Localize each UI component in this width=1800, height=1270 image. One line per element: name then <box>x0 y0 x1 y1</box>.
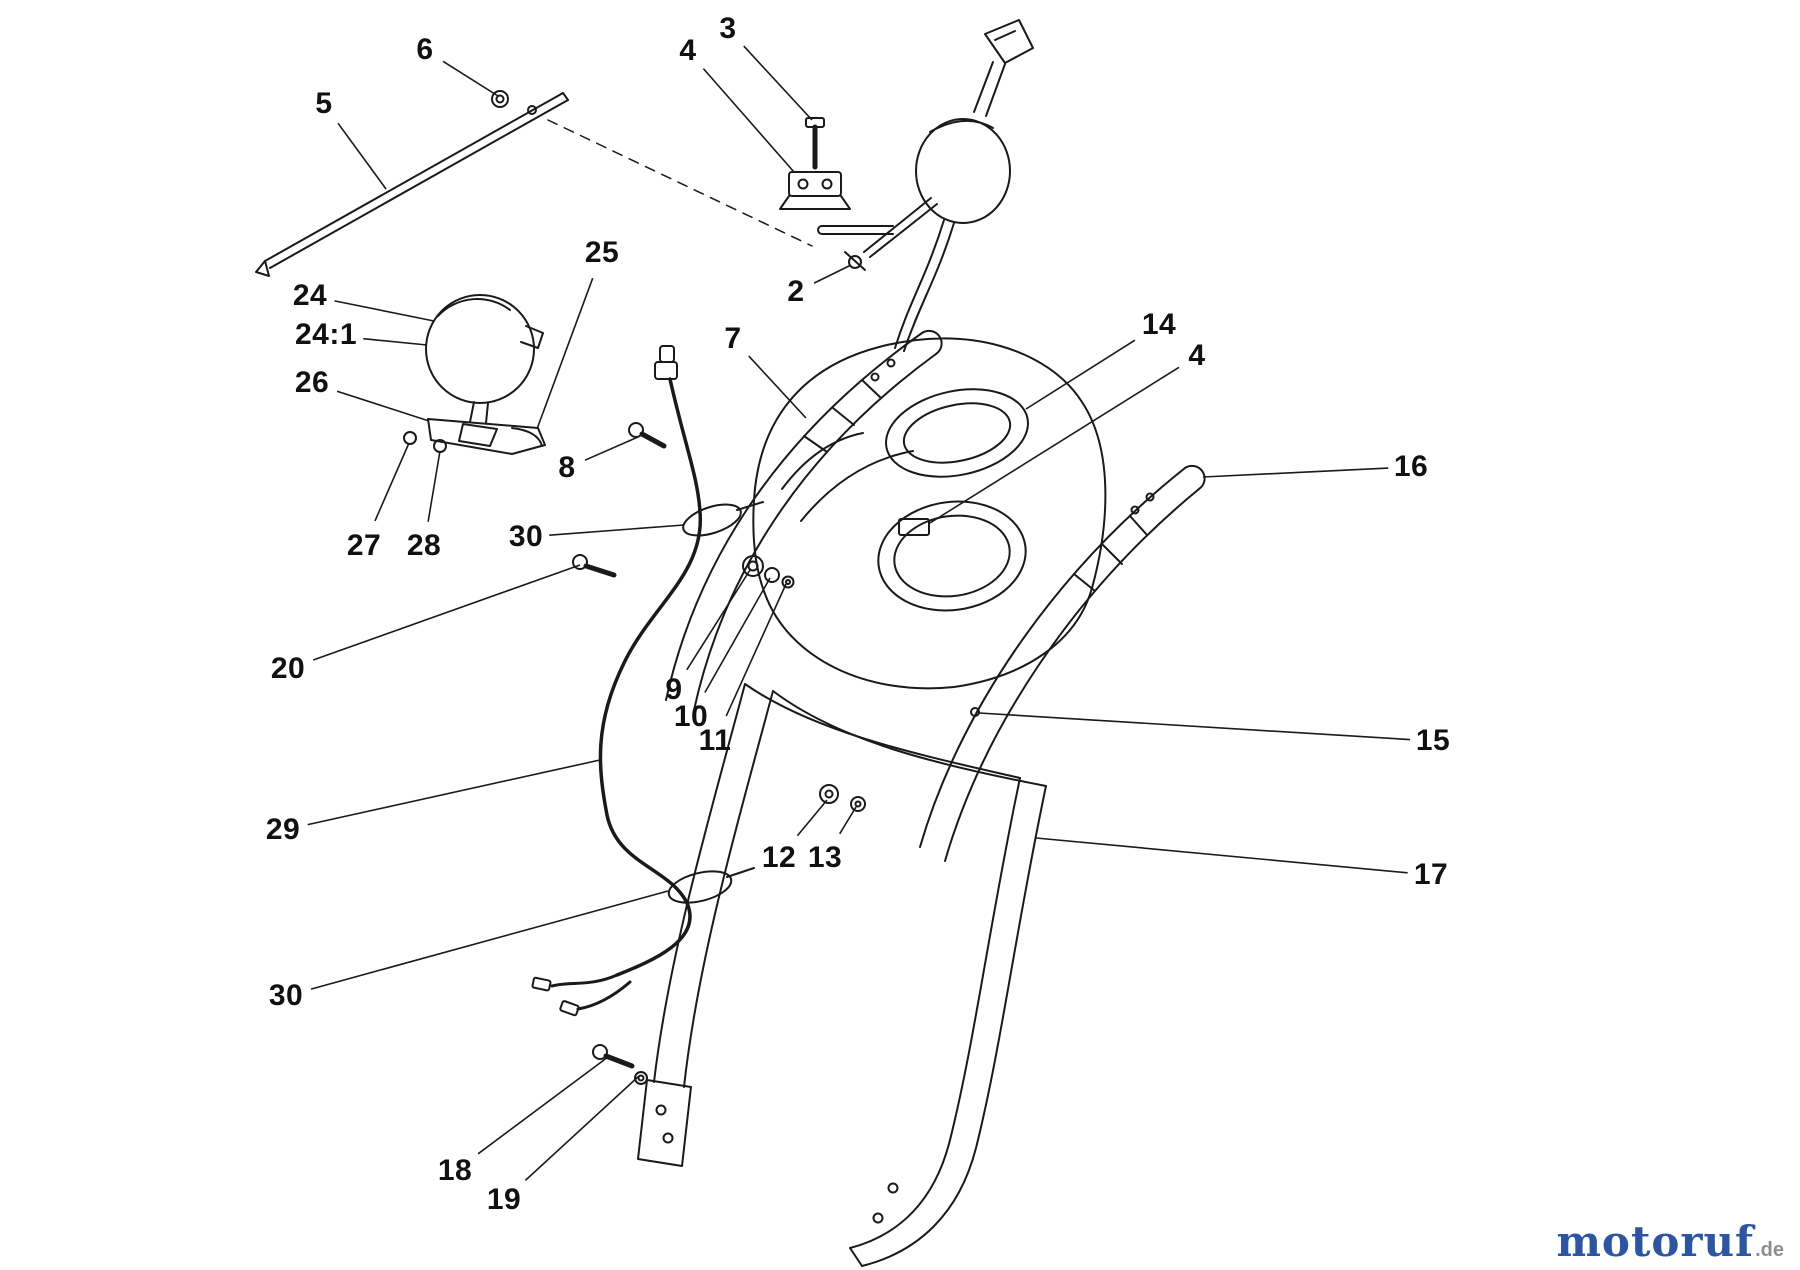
leader-line-8 <box>584 436 639 461</box>
leader-line-19 <box>524 1075 640 1181</box>
bolt-18-19 <box>592 1044 648 1085</box>
cable-clamp-upper <box>682 501 764 537</box>
leader-line-16 <box>1202 467 1389 478</box>
leader-line-11 <box>725 583 787 717</box>
leader-line-27 <box>374 442 410 522</box>
control-panel <box>752 337 1107 690</box>
motoruf-logo: motoruf .de <box>1556 1217 1784 1266</box>
leader-line-14 <box>1025 339 1136 410</box>
leader-line-4b <box>929 366 1180 524</box>
flange-nut <box>491 90 509 108</box>
leader-line-6 <box>442 60 499 97</box>
leader-line-26 <box>336 390 430 422</box>
leader-line-9 <box>686 569 751 671</box>
washer-stack <box>742 555 795 589</box>
leader-line-10 <box>704 577 771 693</box>
leader-line-25 <box>536 277 594 430</box>
bolt-20 <box>572 554 617 578</box>
leader-line-4a <box>702 68 795 173</box>
light-bracket <box>403 418 546 455</box>
leader-line-7 <box>748 355 807 419</box>
leader-line-24-1 <box>363 337 428 346</box>
leader-line-15 <box>978 712 1411 741</box>
motoruf-logo-domain: .de <box>1755 1239 1784 1261</box>
leader-line-30a <box>549 524 685 536</box>
washer-nut-pair <box>819 784 866 812</box>
mount-bracket <box>779 171 851 210</box>
leader-lines <box>307 45 1411 1181</box>
leader-line-13 <box>839 806 857 835</box>
leader-line-17 <box>1035 837 1408 874</box>
lower-frame <box>637 683 1047 1267</box>
leader-line-29 <box>307 759 601 826</box>
leader-line-3 <box>743 45 813 121</box>
left-handle <box>665 329 943 711</box>
right-handle <box>919 464 1206 862</box>
cable-clamp-lower <box>667 867 755 904</box>
handle-bolt-15 <box>970 707 980 717</box>
bracket-screw-27 <box>403 431 417 445</box>
leader-line-12 <box>796 799 828 837</box>
leader-line-20 <box>312 564 581 661</box>
control-link <box>817 197 938 258</box>
leader-line-30b <box>310 890 669 990</box>
leader-line-28 <box>427 450 441 522</box>
shift-rod <box>255 92 569 277</box>
headlight <box>425 294 544 447</box>
leader-line-2 <box>813 264 852 284</box>
assembly-guide-dashed-line <box>547 119 813 247</box>
shift-lever <box>894 19 1034 352</box>
carriage-bolt <box>805 117 825 170</box>
link-pin <box>844 251 866 271</box>
bolt-8 <box>628 422 667 449</box>
leader-line-5 <box>337 122 387 190</box>
wire-harness <box>531 345 702 1017</box>
leader-line-18 <box>477 1056 609 1155</box>
motoruf-logo-name: motoruf <box>1556 1217 1755 1266</box>
leader-line-24 <box>334 300 435 322</box>
